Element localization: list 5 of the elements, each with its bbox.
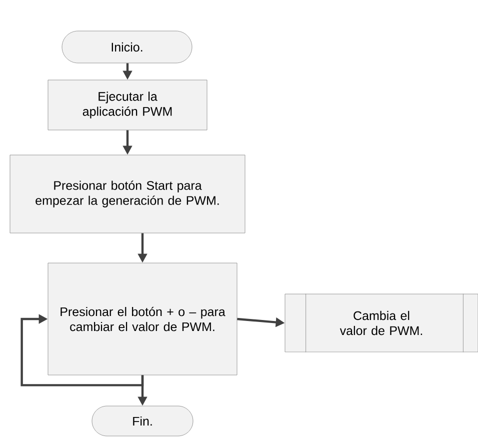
arrow: [20, 314, 144, 386]
predefined-process-box: Cambia el valor de PWM.: [284, 294, 478, 352]
process-box: Ejecutar la aplicación PWM: [48, 80, 208, 130]
process-box: Presionar el botón + o – para cambiar el valor de PWM.: [48, 262, 238, 376]
process-box: Presionar botón Start para empezar la generación de PWM.: [10, 154, 246, 234]
